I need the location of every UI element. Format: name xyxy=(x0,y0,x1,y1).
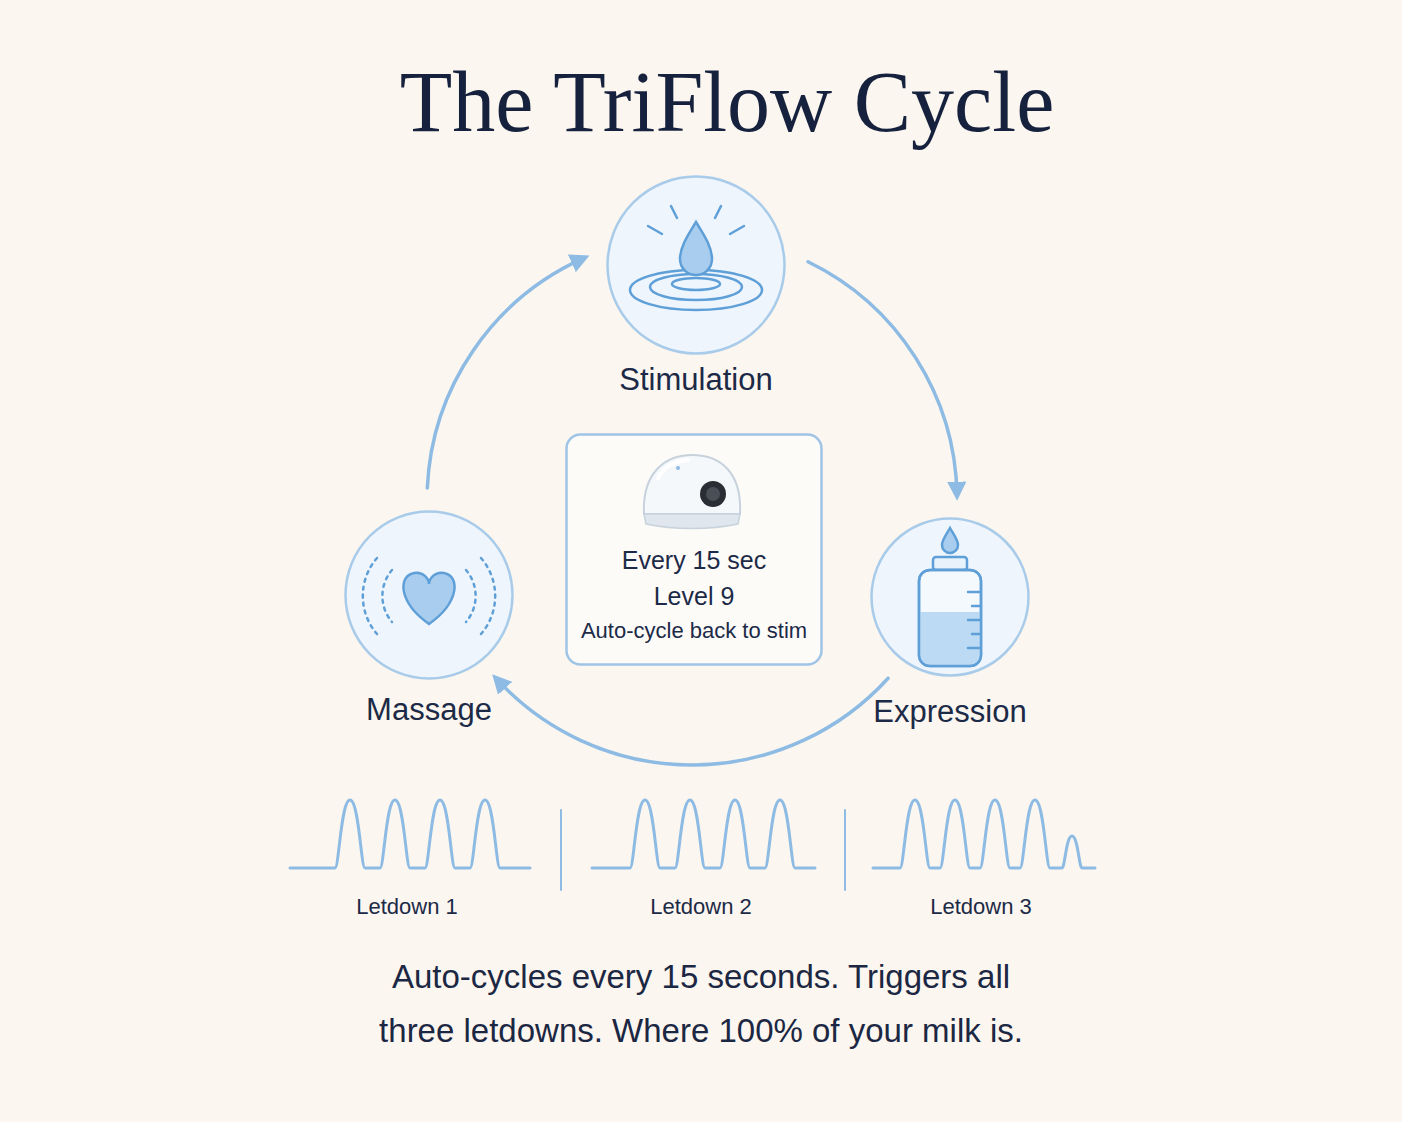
heart-massage-icon xyxy=(363,558,495,634)
letdown-label: Letdown 3 xyxy=(881,893,1081,921)
interval-text: Every 15 sec xyxy=(565,545,823,576)
circle-shape xyxy=(872,519,1029,676)
cycle-step-circle: Expression xyxy=(870,517,1030,677)
cycle-arrow xyxy=(808,262,957,495)
level-text: Level 9 xyxy=(565,581,823,612)
circle-shape xyxy=(608,177,785,354)
letdown-waveforms xyxy=(290,800,1095,890)
cycle-note: Auto-cycle back to stim xyxy=(565,617,823,645)
caption-text: Auto-cycles every 15 seconds. Triggers a… xyxy=(151,950,1251,1058)
bottle-icon xyxy=(919,528,981,666)
letdown-label: Letdown 1 xyxy=(307,893,507,921)
circle-outline xyxy=(870,517,1030,677)
letdown-label: Letdown 2 xyxy=(601,893,801,921)
circle-outline xyxy=(606,175,786,355)
cycle-step-circle: Massage xyxy=(344,510,514,680)
cycle-arrow xyxy=(427,258,584,488)
pump-device-illustration xyxy=(644,455,740,529)
step-label: Stimulation xyxy=(486,362,906,398)
step-label: Massage xyxy=(224,692,634,728)
settings-box: Every 15 secLevel 9 Auto-cycle back to st… xyxy=(565,433,823,666)
cycle-step-circle: Stimulation xyxy=(606,175,786,355)
cycle-arrow xyxy=(496,678,888,765)
diagram-title: The TriFlow Cycle xyxy=(26,52,1402,152)
step-label: Expression xyxy=(750,694,1150,730)
circle-outline xyxy=(344,510,514,680)
drop-ripple-icon xyxy=(630,206,762,310)
circle-shape xyxy=(346,512,513,679)
